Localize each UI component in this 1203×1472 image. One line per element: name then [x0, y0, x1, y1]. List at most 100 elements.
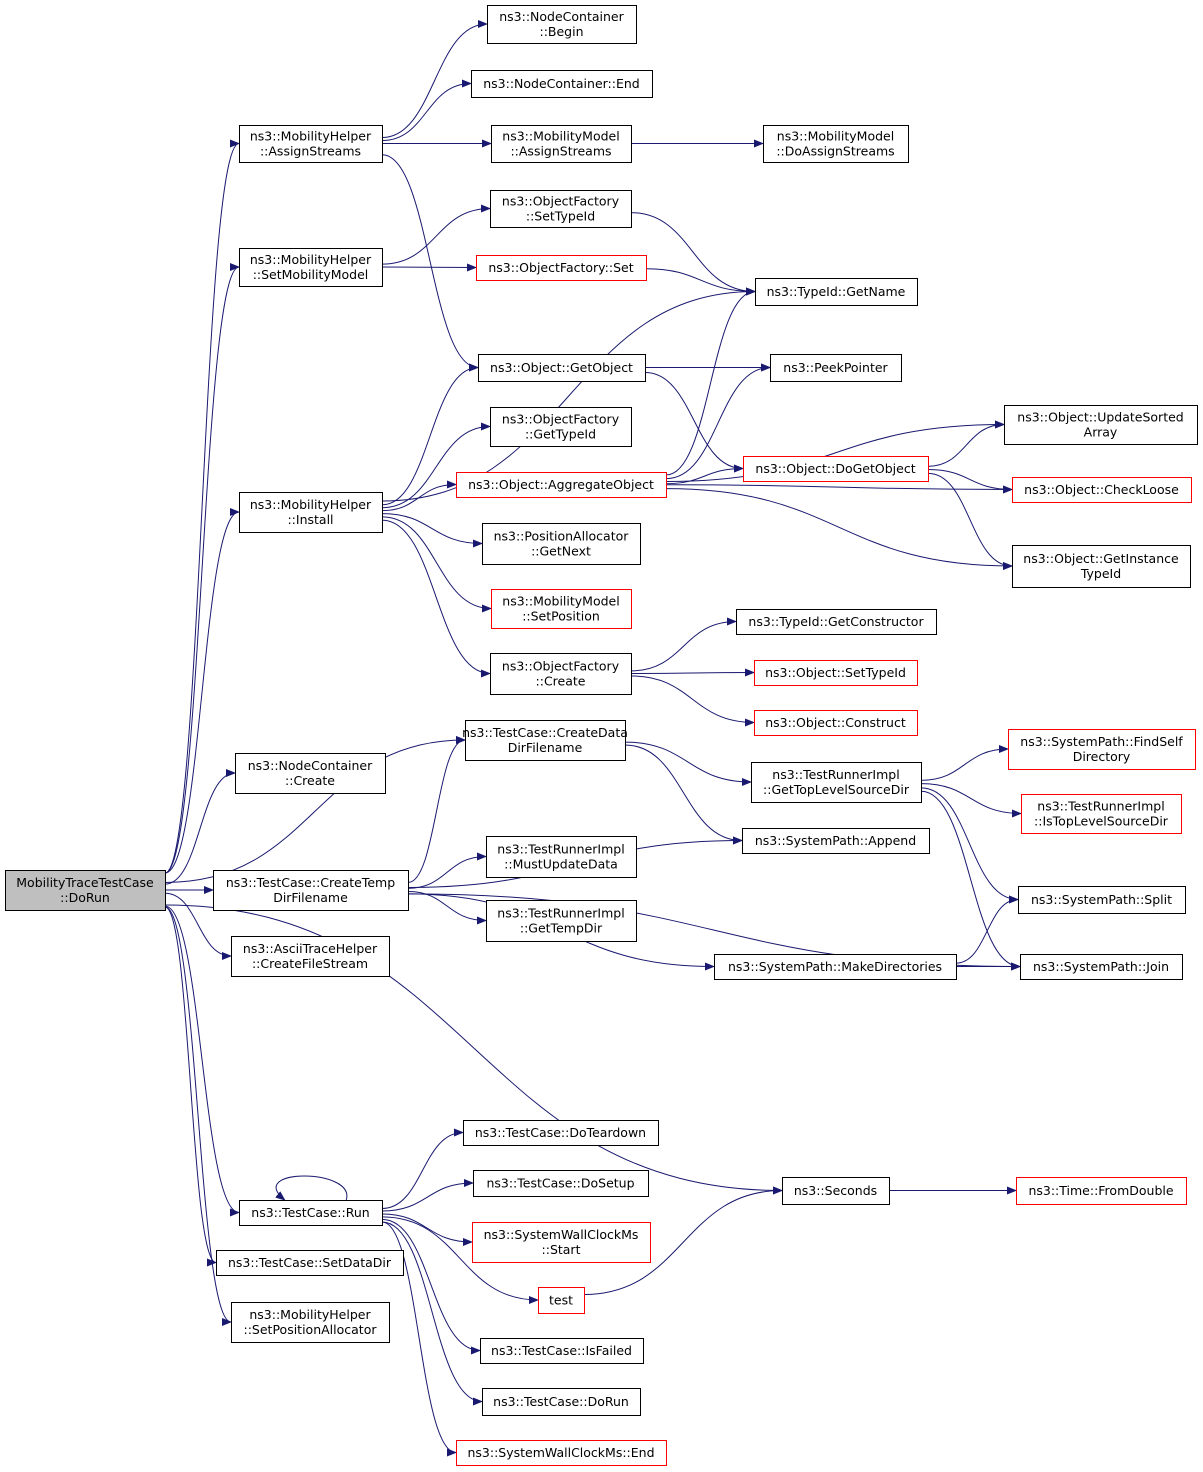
node-of-gettypeid[interactable]: ns3::ObjectFactory::GetTypeId	[490, 407, 632, 447]
node-label: ns3::ObjectFactory::Set	[488, 260, 633, 275]
node-seconds[interactable]: ns3::Seconds	[782, 1177, 890, 1205]
node-mh-assign[interactable]: ns3::MobilityHelper::AssignStreams	[239, 125, 383, 163]
node-box	[478, 354, 646, 382]
node-label: ::AssignStreams	[260, 144, 361, 159]
node-nc-end[interactable]: ns3::NodeContainer::End	[471, 70, 653, 98]
node-box	[490, 407, 632, 447]
node-label: ::Install	[287, 512, 333, 527]
node-swc-end[interactable]: ns3::SystemWallClockMs::End	[456, 1440, 667, 1466]
node-label: ns3::TestRunnerImpl	[497, 842, 624, 857]
edge-tc_run-to-tc_doteardown	[381, 1128, 464, 1209]
node-box	[239, 492, 383, 533]
node-label: ns3::NodeContainer	[248, 758, 373, 773]
edge-tc_run-to-swc_end	[381, 1221, 457, 1457]
edge-tc_run-to-test	[381, 1216, 539, 1304]
node-obj-checkloose[interactable]: ns3::Object::CheckLoose	[1012, 477, 1192, 503]
node-mh-setposalloc[interactable]: ns3::MobilityHelper::SetPositionAllocato…	[231, 1302, 390, 1343]
node-label: ns3::NodeContainer::End	[483, 76, 639, 91]
node-of-settypeid[interactable]: ns3::ObjectFactory::SetTypeId	[490, 190, 632, 228]
node-label: ns3::MobilityHelper	[249, 1307, 371, 1322]
edge-tc_createdata-to-sp_append	[624, 744, 743, 845]
node-tri-istoplevel[interactable]: ns3::TestRunnerImpl::IsTopLevelSourceDir	[1021, 794, 1182, 834]
node-label: ::SetPosition	[522, 609, 600, 624]
edge-obj_dogetobject-to-obj_checkloose	[927, 469, 1013, 494]
node-label: ns3::SystemPath::FindSelf	[1020, 734, 1183, 749]
node-mm-doassign[interactable]: ns3::MobilityModel::DoAssignStreams	[763, 125, 909, 163]
node-label: ::GetNext	[531, 544, 591, 559]
node-mh-install[interactable]: ns3::MobilityHelper::Install	[239, 492, 383, 533]
node-obj-dogetobject[interactable]: ns3::Object::DoGetObject	[743, 456, 929, 482]
node-ath-createfile[interactable]: ns3::AsciiTraceHelper::CreateFileStream	[231, 936, 390, 977]
node-label: ns3::AsciiTraceHelper	[243, 941, 378, 956]
node-box	[231, 936, 390, 977]
node-obj-getobject[interactable]: ns3::Object::GetObject	[478, 354, 646, 382]
node-sp-join[interactable]: ns3::SystemPath::Join	[1020, 954, 1183, 980]
node-tc-run[interactable]: ns3::TestCase::Run	[239, 1200, 383, 1226]
node-label: ns3::Time::FromDouble	[1028, 1183, 1173, 1198]
edge-test-to-seconds	[583, 1186, 783, 1296]
node-obj-construct[interactable]: ns3::Object::Construct	[754, 710, 918, 736]
node-label: ns3::TestCase::CreateData	[462, 725, 628, 740]
node-box	[463, 1120, 659, 1146]
node-tc-dosetup[interactable]: ns3::TestCase::DoSetup	[473, 1170, 649, 1197]
edge-mh_setmm-to-of_settypeid	[381, 204, 491, 265]
node-nc-create[interactable]: ns3::NodeContainer::Create	[235, 753, 386, 794]
edge-root-to-tc_setdatadir	[164, 906, 217, 1267]
node-box	[743, 456, 929, 482]
node-label: ns3::SystemWallClockMs::End	[467, 1445, 654, 1460]
node-box	[5, 870, 166, 911]
node-box	[482, 523, 641, 565]
node-label: ns3::MobilityModel	[502, 129, 619, 144]
node-tri-mustupdate[interactable]: ns3::TestRunnerImpl::MustUpdateData	[486, 836, 637, 878]
node-label: test	[549, 1293, 573, 1308]
node-box	[490, 653, 632, 695]
node-of-set[interactable]: ns3::ObjectFactory::Set	[476, 255, 647, 281]
node-obj-settypeid[interactable]: ns3::Object::SetTypeId	[754, 660, 918, 686]
edge-of_create-to-tid_getctor	[630, 617, 737, 672]
node-label: ns3::Object::CheckLoose	[1024, 482, 1179, 497]
node-time-fromdouble[interactable]: ns3::Time::FromDouble	[1016, 1177, 1187, 1205]
node-tc-isfailed[interactable]: ns3::TestCase::IsFailed	[480, 1338, 644, 1364]
node-box	[1016, 1177, 1187, 1205]
node-obj-aggregate[interactable]: ns3::Object::AggregateObject	[456, 472, 667, 498]
node-tid-getctor[interactable]: ns3::TypeId::GetConstructor	[736, 609, 937, 635]
node-label: ::SetMobilityModel	[253, 267, 369, 282]
node-nc-begin[interactable]: ns3::NodeContainer::Begin	[487, 5, 637, 44]
edge-root-to-mh_assign	[164, 139, 240, 874]
node-mm-assign[interactable]: ns3::MobilityModel::AssignStreams	[491, 125, 632, 163]
edge-mh_assign-to-nc_begin	[381, 20, 488, 139]
edge-tc_run-to-tc_dosetup	[381, 1179, 474, 1212]
node-box	[239, 1200, 383, 1226]
edge-mh_install-to-of_gettypeid	[381, 422, 491, 509]
edge-obj_aggregate-to-peekpointer	[665, 363, 771, 480]
node-mm-setposition[interactable]: ns3::MobilityModel::SetPosition	[491, 589, 632, 629]
node-label: ns3::Object::GetObject	[490, 360, 633, 375]
node-tc-dorun[interactable]: ns3::TestCase::DoRun	[482, 1388, 641, 1416]
node-tc-setdatadir[interactable]: ns3::TestCase::SetDataDir	[216, 1250, 404, 1276]
node-tri-gettoplevel[interactable]: ns3::TestRunnerImpl::GetTopLevelSourceDi…	[751, 762, 922, 803]
node-tid-getname[interactable]: ns3::TypeId::GetName	[755, 278, 918, 306]
edge-tri_gettoplevel-to-sp_split	[920, 787, 1019, 904]
node-mh-setmm[interactable]: ns3::MobilityHelper::SetMobilityModel	[239, 248, 383, 287]
node-sp-makedirs[interactable]: ns3::SystemPath::MakeDirectories	[714, 954, 957, 980]
edge-obj_dogetobject-to-obj_getinstance	[927, 472, 1013, 570]
node-sp-append[interactable]: ns3::SystemPath::Append	[742, 828, 930, 854]
node-tc-doteardown[interactable]: ns3::TestCase::DoTeardown	[463, 1120, 659, 1146]
node-label: ns3::ObjectFactory	[502, 659, 620, 674]
node-tri-gettempdir[interactable]: ns3::TestRunnerImpl::GetTempDir	[486, 900, 637, 942]
node-of-create[interactable]: ns3::ObjectFactory::Create	[490, 653, 632, 695]
node-swc-start[interactable]: ns3::SystemWallClockMs::Start	[472, 1222, 651, 1263]
node-box	[239, 248, 383, 287]
node-pa-getnext[interactable]: ns3::PositionAllocator::GetNext	[482, 523, 641, 565]
node-test[interactable]: test	[538, 1287, 585, 1314]
node-box	[491, 125, 632, 163]
node-label: ns3::Object::DoGetObject	[755, 461, 915, 476]
node-label: ns3::SystemPath::Split	[1031, 892, 1172, 907]
node-sp-split[interactable]: ns3::SystemPath::Split	[1018, 886, 1186, 914]
node-peekpointer[interactable]: ns3::PeekPointer	[770, 354, 902, 382]
